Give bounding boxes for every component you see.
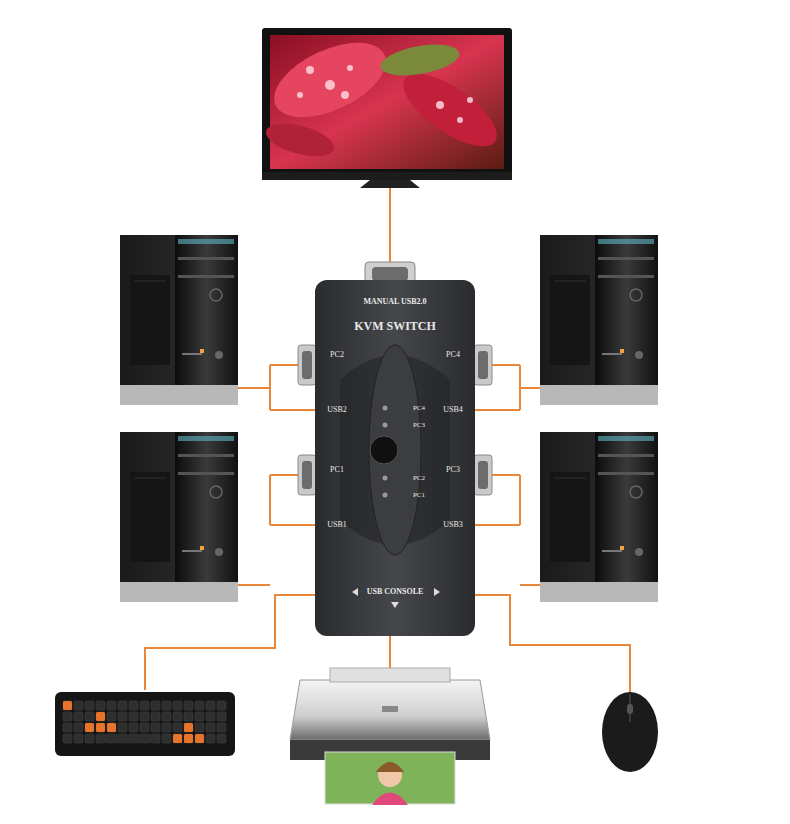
product-label: MANUAL USB2.0	[363, 298, 426, 306]
kvm-switch: MANUAL USB2.0KVM SWITCHPC2PC4USB2PC4USB4…	[315, 280, 475, 636]
port-label: USB4	[443, 406, 463, 414]
port-label: USB3	[443, 521, 463, 529]
monitor	[262, 28, 512, 178]
port-label: PC4	[413, 405, 425, 412]
switch-body	[315, 280, 475, 636]
port-label: PC1	[330, 466, 344, 474]
port-label: PC1	[413, 492, 425, 499]
port-label: PC4	[446, 351, 460, 359]
port-label: PC2	[413, 475, 425, 482]
keyboard	[55, 692, 235, 756]
port-label: USB2	[327, 406, 347, 414]
product-label: KVM SWITCH	[354, 320, 436, 332]
mouse	[602, 692, 658, 772]
port-label: USB1	[327, 521, 347, 529]
port-label: PC2	[330, 351, 344, 359]
printer	[290, 680, 490, 740]
console-label: USB CONSOLE	[367, 588, 424, 596]
select-button	[370, 436, 398, 464]
port-label: PC3	[446, 466, 460, 474]
port-label: PC3	[413, 422, 425, 429]
photo-print	[325, 752, 455, 804]
